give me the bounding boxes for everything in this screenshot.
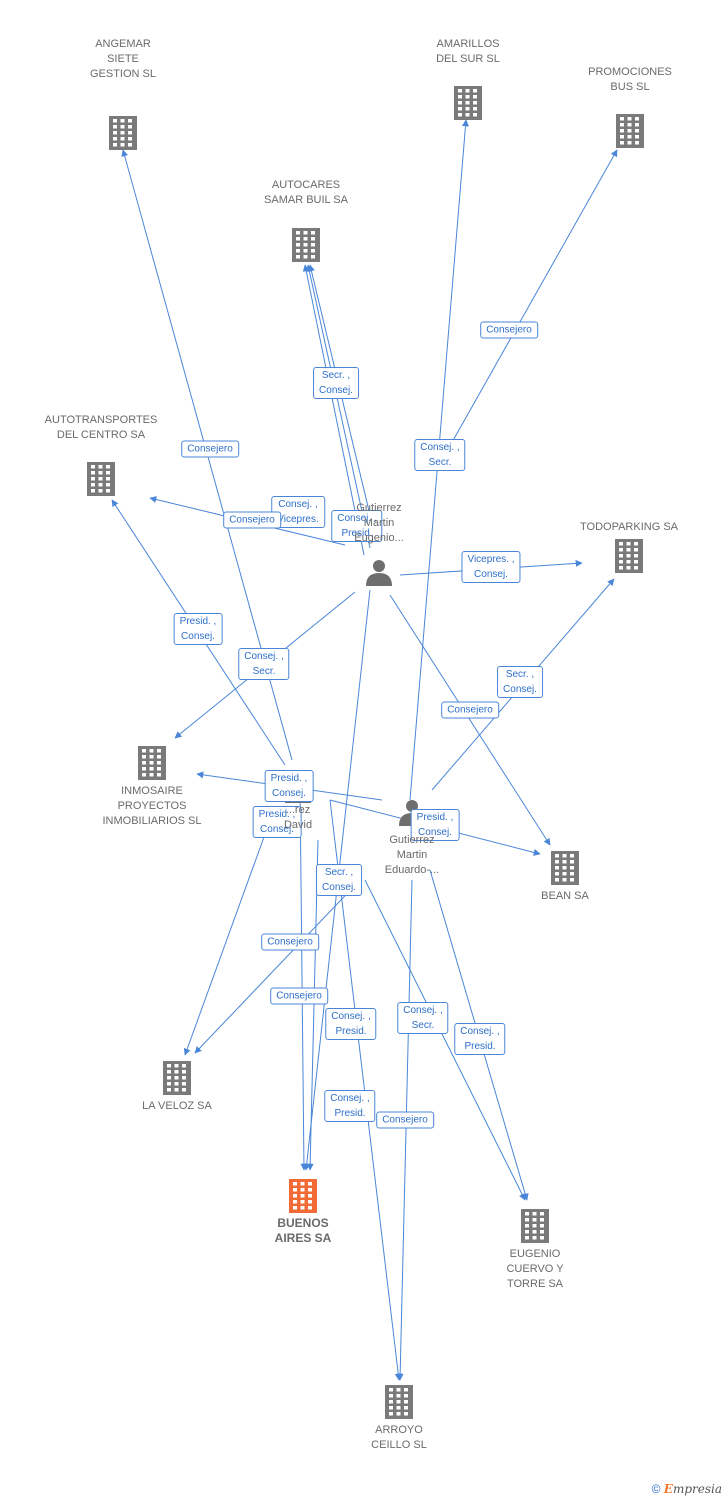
relation-edge	[441, 149, 618, 461]
relation-edge	[299, 784, 308, 1171]
company-label: LA VELOZ SA	[142, 1100, 212, 1112]
building-icon[interactable]	[87, 462, 115, 496]
relation-edge	[389, 594, 551, 846]
relation-edge	[194, 879, 361, 1054]
building-icon[interactable]	[289, 1179, 317, 1213]
copyright-symbol: ©	[651, 1482, 661, 1496]
company-label: BEAN SA	[541, 890, 589, 902]
relation-edge	[183, 814, 273, 1056]
relation-label[interactable]: Consejero	[270, 987, 328, 1005]
brand-initial: E	[663, 1482, 673, 1496]
relation-label[interactable]: Consej. ,Secr.	[238, 648, 290, 680]
relation-edge	[364, 879, 526, 1201]
relation-label[interactable]: Consejero	[480, 321, 538, 339]
relation-edge	[305, 264, 371, 549]
relation-label[interactable]: Consej. ,Vicepres.	[271, 496, 325, 528]
relation-label[interactable]: Consejero	[376, 1111, 434, 1129]
building-icon[interactable]	[385, 1385, 413, 1419]
relation-label[interactable]: Consej. ,Secr.	[414, 439, 466, 471]
relation-label[interactable]: Presid. ,Consej.	[252, 806, 302, 838]
building-icon[interactable]	[454, 86, 482, 120]
relation-label[interactable]: Consej. ,Presid.	[454, 1023, 506, 1055]
building-icon[interactable]	[521, 1209, 549, 1243]
person-icon[interactable]	[366, 560, 392, 586]
relation-edge	[302, 264, 365, 556]
company-label: TODOPARKING SA	[579, 521, 679, 533]
building-icon[interactable]	[138, 746, 166, 780]
building-icon[interactable]	[616, 114, 644, 148]
brand-name: mpresia	[672, 1482, 722, 1496]
building-icon[interactable]	[292, 228, 320, 262]
relation-label[interactable]: Consej. ,Presid.	[325, 1008, 377, 1040]
relation-label[interactable]: Presid. ,Consej.	[264, 770, 314, 802]
relation-label[interactable]: Secr. ,Consej.	[316, 864, 362, 896]
building-icon[interactable]	[109, 116, 137, 150]
relation-edge	[396, 879, 413, 1381]
relation-label[interactable]: Consejero	[261, 933, 319, 951]
relation-label[interactable]: Consejero	[441, 701, 499, 719]
relation-edge	[308, 264, 377, 541]
relation-label[interactable]: Vicepres. ,Consej.	[461, 551, 521, 583]
relation-label[interactable]: Consej. ,Secr.	[397, 1002, 449, 1034]
relation-label[interactable]: Consej. ,Presid.	[324, 1090, 376, 1122]
relation-label[interactable]: Presid. ,Consej.	[173, 613, 223, 645]
building-icon[interactable]	[615, 539, 643, 573]
relation-label[interactable]: Presid. ,Consej.	[410, 809, 460, 841]
relation-label[interactable]: Secr. ,Consej.	[313, 367, 359, 399]
relation-label[interactable]: Secr. ,Consej.	[497, 666, 543, 698]
building-icon[interactable]	[551, 851, 579, 885]
relation-label[interactable]: Consejero	[223, 511, 281, 529]
empresia-watermark: © Empresia	[652, 1482, 722, 1496]
relation-label[interactable]: Consej. ,Presid.	[331, 510, 383, 542]
relation-label[interactable]: Consejero	[181, 440, 239, 458]
building-icon[interactable]	[163, 1061, 191, 1095]
